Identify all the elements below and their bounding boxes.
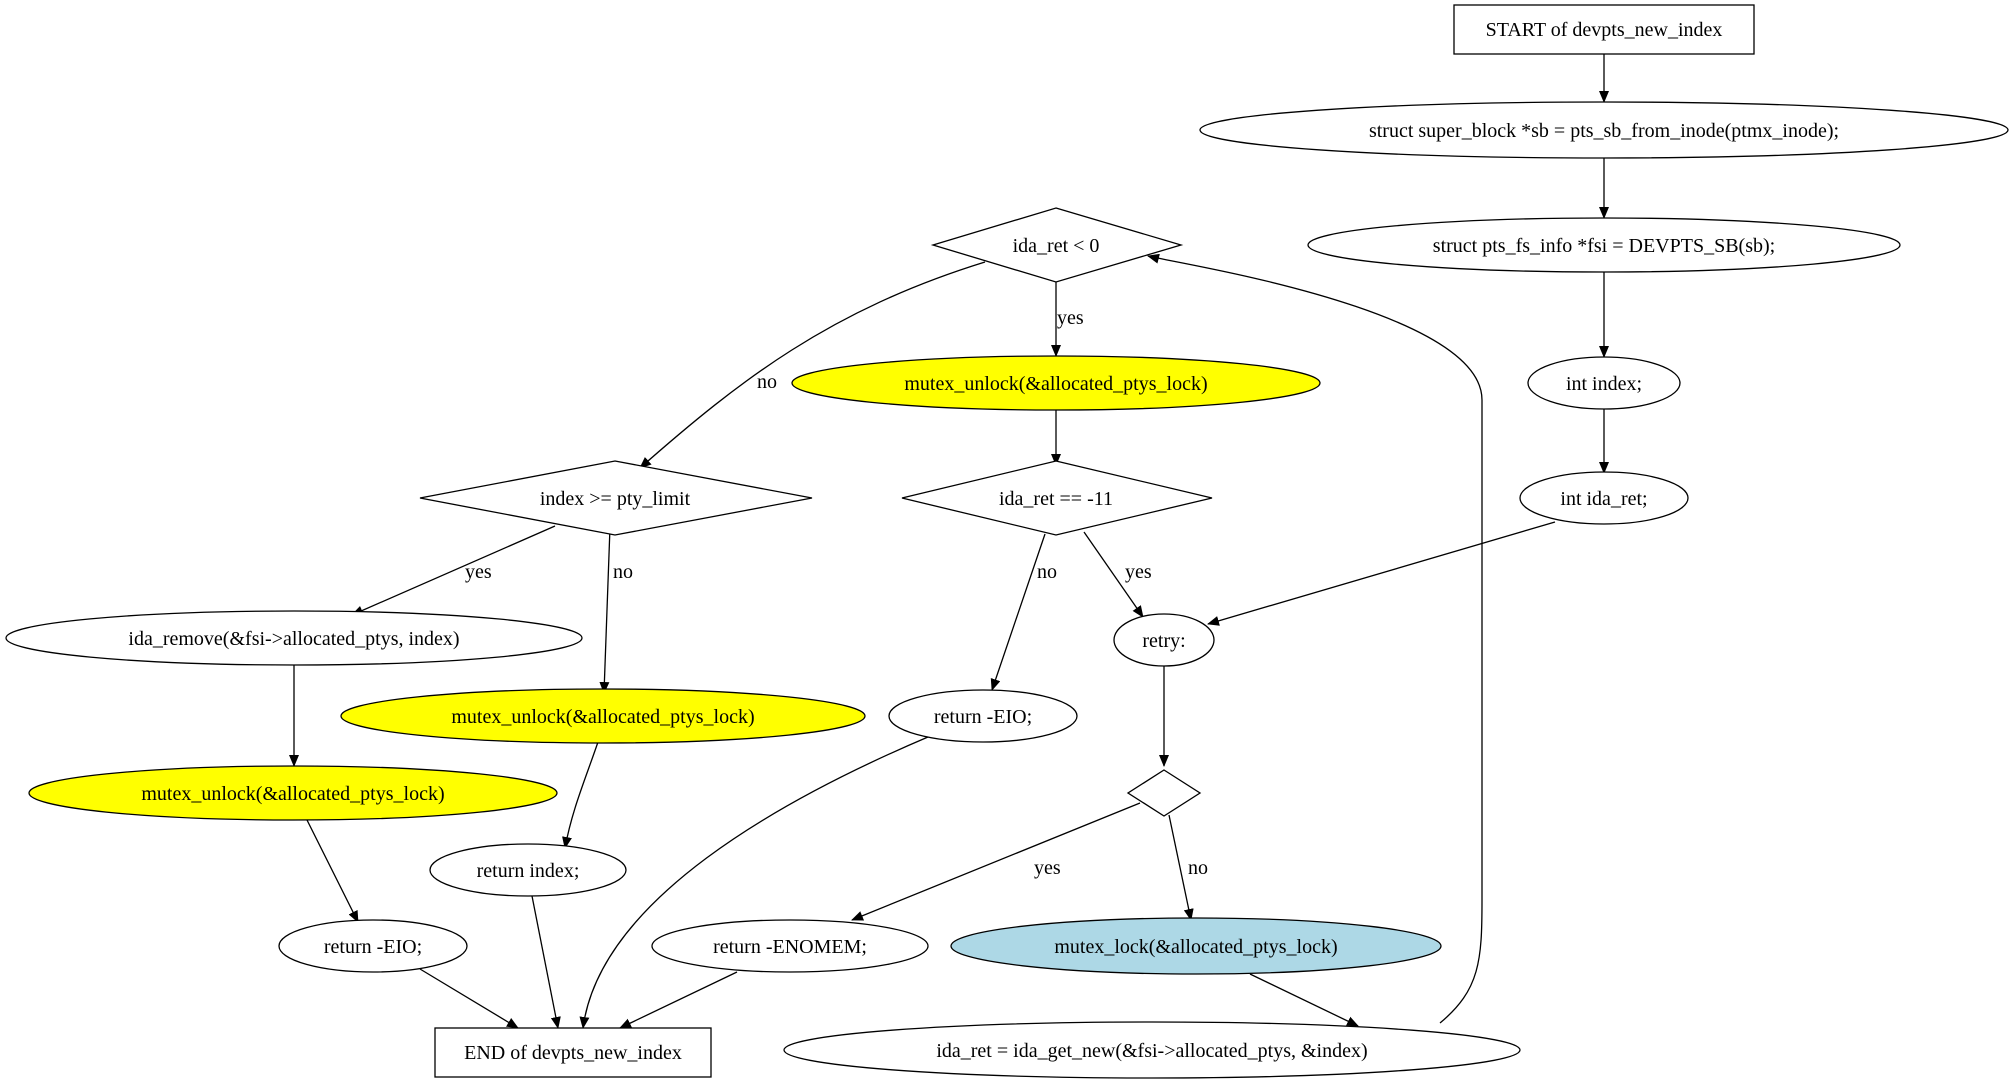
node-remove-shape [5,610,583,666]
node-remove-label: ida_remove(&fsi->allocated_ptys, index) [128,628,459,650]
node-emptycond [1126,769,1202,817]
node-index: int index; [1527,356,1681,410]
node-index-shape [1527,356,1681,410]
node-retidx-label: return index; [477,860,580,882]
node-idaret: int ida_ret; [1519,471,1689,525]
edge-eio1-end [579,736,929,1029]
edge-label-limit-yes: yes [465,561,492,583]
edge-eq11-eio1 [990,533,1046,691]
edge-getnew-lt0 [1147,253,1483,1024]
node-eio2-label: return -EIO; [324,936,422,958]
node-emptycond-shape [1126,769,1202,817]
node-cond-lt0: ida_ret < 0 [930,207,1184,283]
node-cond-limit-shape [419,460,813,536]
edge-lt0-limit [639,261,986,469]
node-enomem-label: return -ENOMEM; [713,936,867,958]
node-end: END of devpts_new_index [434,1027,712,1078]
edge-eq11-retry [1083,531,1144,618]
node-unlock1: mutex_unlock(&allocated_ptys_lock) [791,355,1321,411]
node-end-label: END of devpts_new_index [464,1042,682,1064]
node-lock-shape [950,917,1442,975]
node-remove: ida_remove(&fsi->allocated_ptys, index) [5,610,583,666]
node-cond-eq11: ida_ret == -11 [901,460,1213,536]
edge-label-eq11-no: no [1037,561,1057,583]
node-cond-lt0-shape [930,207,1184,283]
edge-emptycond-lock [1168,814,1194,921]
node-unlock3: mutex_unlock(&allocated_ptys_lock) [28,765,558,821]
edge-eio2-end [419,968,519,1029]
node-retry-label: retry: [1142,630,1185,652]
node-unlock2-label: mutex_unlock(&allocated_ptys_lock) [451,706,754,728]
node-retidx: return index; [429,843,627,897]
edge-idaret-retry [1207,521,1556,626]
node-eio1: return -EIO; [888,689,1078,743]
edge-label-empty-no: no [1188,857,1208,879]
node-fsi: struct pts_fs_info *fsi = DEVPTS_SB(sb); [1307,217,1901,273]
node-cond-limit: index >= pty_limit [419,460,813,536]
edge-emptycond-enomem [851,802,1141,921]
edge-enomem-end [619,971,738,1029]
node-unlock1-shape [791,355,1321,411]
edge-limit-remove [351,525,556,616]
node-unlock3-shape [28,765,558,821]
edge-labels: yes no no yes yes no yes no [465,307,1208,879]
node-enomem: return -ENOMEM; [651,919,929,973]
edge-limit-unlock2 [599,526,611,694]
node-eio2-shape [278,919,468,973]
node-fsi-shape [1307,217,1901,273]
edge-label-empty-yes: yes [1034,857,1061,879]
edge-unlock2-retidx [562,741,599,849]
node-cond-eq11-label: ida_ret == -11 [999,488,1113,510]
node-lock: mutex_lock(&allocated_ptys_lock) [950,917,1442,975]
node-idaret-label: int ida_ret; [1560,488,1647,510]
node-start-shape [1453,4,1755,55]
edge-label-lt0-yes: yes [1057,307,1084,329]
node-unlock1-label: mutex_unlock(&allocated_ptys_lock) [904,373,1207,395]
node-sb-shape [1199,101,2009,159]
node-getnew: ida_ret = ida_get_new(&fsi->allocated_pt… [783,1021,1521,1079]
node-start: START of devpts_new_index [1453,4,1755,55]
node-end-shape [434,1027,712,1078]
node-retidx-shape [429,843,627,897]
edge-label-lt0-no: no [757,371,777,393]
edge-retidx-end [531,895,561,1029]
node-eio1-shape [888,689,1078,743]
node-unlock2-shape [340,688,866,744]
node-cond-limit-label: index >= pty_limit [540,488,691,510]
node-getnew-shape [783,1021,1521,1079]
node-index-label: int index; [1566,373,1642,395]
node-eio2: return -EIO; [278,919,468,973]
edge-unlock3-eio2 [306,819,359,923]
node-lock-label: mutex_lock(&allocated_ptys_lock) [1054,936,1337,958]
node-retry-shape [1113,613,1215,667]
node-cond-lt0-label: ida_ret < 0 [1013,235,1100,257]
node-sb-label: struct super_block *sb = pts_sb_from_ino… [1369,120,1839,142]
edges [289,54,1609,1029]
node-unlock2: mutex_unlock(&allocated_ptys_lock) [340,688,866,744]
node-sb: struct super_block *sb = pts_sb_from_ino… [1199,101,2009,159]
node-retry: retry: [1113,613,1215,667]
edge-lock-getnew [1249,973,1359,1027]
node-start-label: START of devpts_new_index [1486,19,1723,41]
edge-label-limit-no: no [613,561,633,583]
node-eio1-label: return -EIO; [934,706,1032,728]
node-getnew-label: ida_ret = ida_get_new(&fsi->allocated_pt… [936,1040,1367,1062]
node-idaret-shape [1519,471,1689,525]
edge-label-eq11-yes: yes [1125,561,1152,583]
node-enomem-shape [651,919,929,973]
node-unlock3-label: mutex_unlock(&allocated_ptys_lock) [141,783,444,805]
node-cond-eq11-shape [901,460,1213,536]
node-fsi-label: struct pts_fs_info *fsi = DEVPTS_SB(sb); [1433,235,1775,257]
